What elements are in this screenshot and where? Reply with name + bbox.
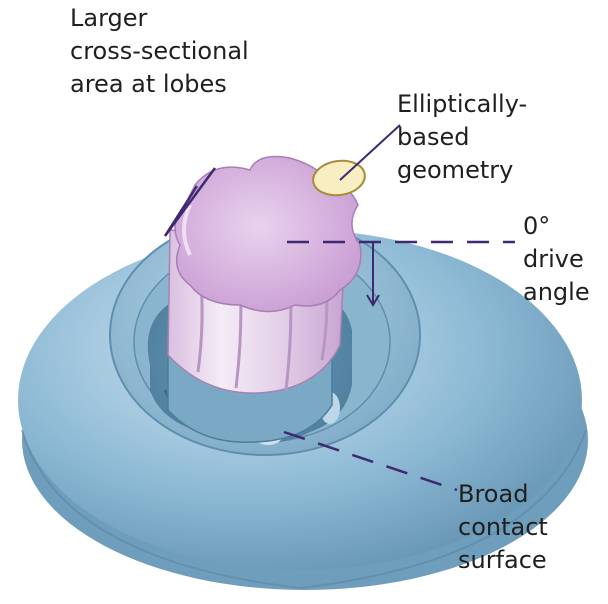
label-elliptically-based-geometry: Elliptically- based geometry xyxy=(397,88,527,187)
leader-geometry xyxy=(340,125,400,180)
driver-bit xyxy=(168,157,361,443)
label-drive-angle: 0° drive angle xyxy=(523,210,590,309)
label-broad-contact-surface: Broad contact surface xyxy=(458,478,548,577)
label-larger-cross-sectional-area: Larger cross-sectional area at lobes xyxy=(70,2,249,101)
